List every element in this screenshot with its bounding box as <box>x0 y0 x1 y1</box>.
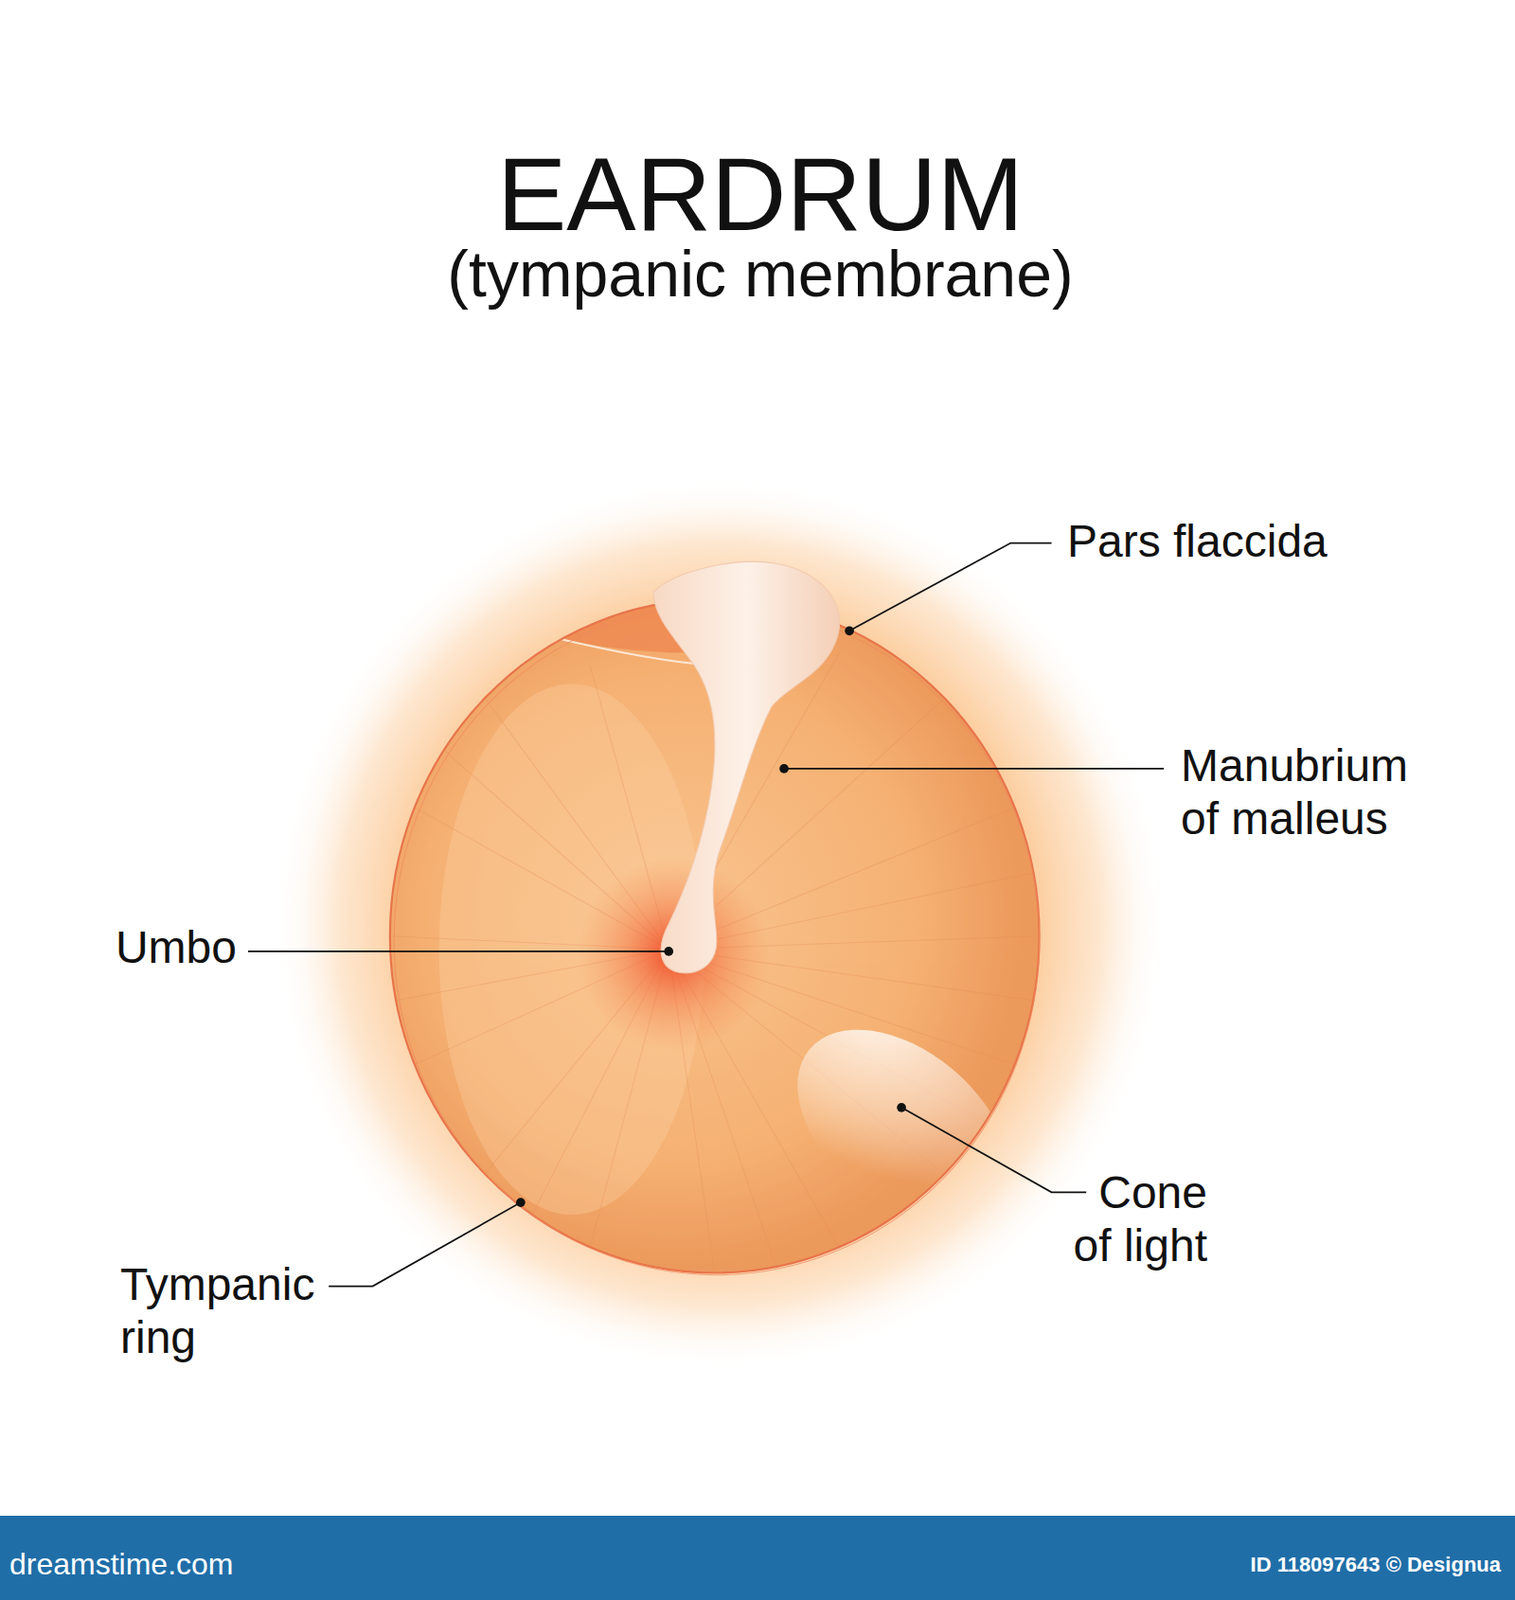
leader-line <box>328 1202 521 1286</box>
leader-lines <box>248 543 1164 1287</box>
leader-dot <box>663 946 674 957</box>
leader-line <box>784 767 1164 770</box>
part-label: Tympanic ring <box>120 1258 331 1365</box>
footer-bar <box>0 1515 1515 1600</box>
leader-dots <box>516 625 907 1207</box>
cone-of-light <box>760 990 1047 1266</box>
part-label: Manubrium of malleus <box>1180 739 1429 846</box>
leader-dot <box>516 1197 526 1208</box>
leader-line <box>248 950 669 953</box>
subtitle: (tympanic membrane) <box>381 241 1140 306</box>
outer-glow <box>270 474 1170 1373</box>
leader-dot <box>844 625 855 636</box>
malleus-manubrium <box>653 561 840 973</box>
leader-dot <box>779 764 789 774</box>
part-label: Cone of light <box>1053 1166 1208 1273</box>
leader-line <box>901 1107 1087 1193</box>
title: EARDRUM <box>381 142 1140 247</box>
leader-line <box>849 543 1052 632</box>
leader-dot <box>896 1103 907 1113</box>
part-label: Pars flaccida <box>1067 515 1390 569</box>
watermark: ID 118097643 © Designua <box>1027 1552 1501 1578</box>
watermark: dreamstime.com <box>9 1545 483 1584</box>
part-label: Umbo <box>83 921 237 975</box>
